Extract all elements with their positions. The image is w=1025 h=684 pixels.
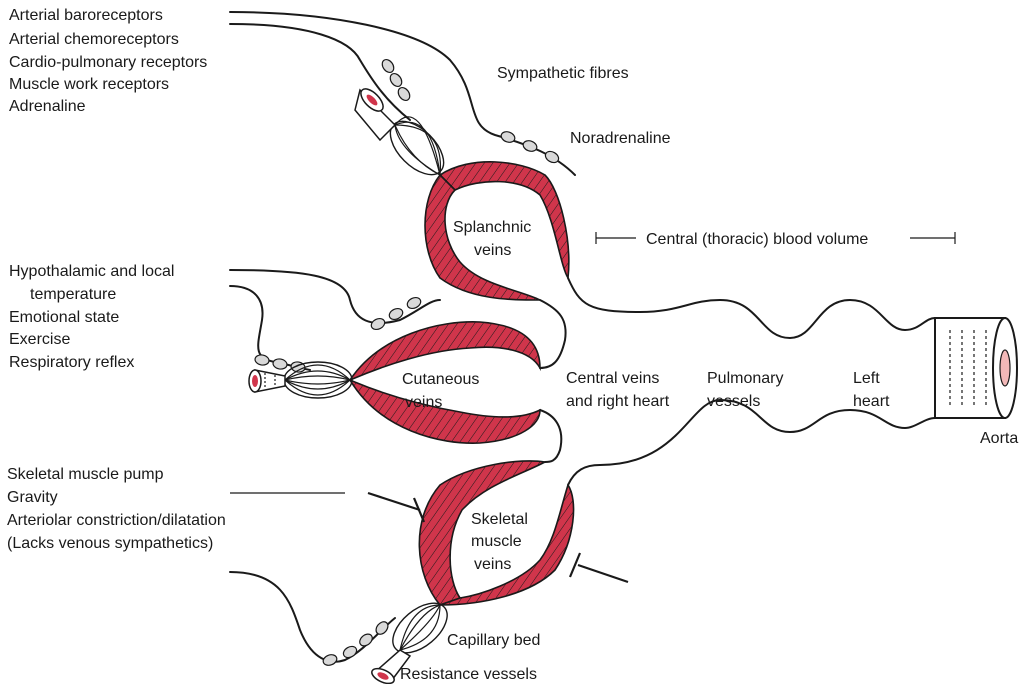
cutaneous-vein-lower <box>350 380 540 443</box>
input-arterial-chemoreceptors: Arterial chemoreceptors <box>9 31 179 48</box>
cutaneous-to-skeletal-link <box>540 410 561 462</box>
noradrenaline-label: Noradrenaline <box>570 130 671 147</box>
middle-fibre-2 <box>230 286 310 370</box>
input-muscle-work-receptors: Muscle work receptors <box>9 76 169 93</box>
skeletal-label-line2: muscle <box>471 533 522 550</box>
splanchnic-label-line2: veins <box>474 242 511 259</box>
left-heart-label-line2: heart <box>853 393 890 410</box>
central-veins-label-line2: and right heart <box>566 393 670 410</box>
capillary-bed-middle <box>284 362 352 398</box>
central-blood-volume-bracket: Central (thoracic) blood volume <box>596 231 955 248</box>
input-cardio-pulmonary-receptors: Cardio-pulmonary receptors <box>9 54 207 71</box>
input-arterial-baroreceptors: Arterial baroreceptors <box>9 7 163 24</box>
input-emotional-state: Emotional state <box>9 309 119 326</box>
aorta-label: Aorta <box>980 430 1018 447</box>
inputs-middle-list: Hypothalamic and local temperature Emoti… <box>9 263 174 371</box>
input-arteriolar-constriction: Arteriolar constriction/dilatation <box>7 512 226 529</box>
resistance-vessels-label: Resistance vessels <box>400 666 537 683</box>
pulmonary-label-line1: Pulmonary <box>707 370 783 387</box>
cutaneous-label-line2: veins <box>405 394 442 411</box>
resistance-vessel-middle <box>249 370 285 392</box>
capillary-bed-label: Capillary bed <box>447 632 540 649</box>
cutaneous-label-line1: Cutaneous <box>402 371 479 388</box>
input-hypothalamic: Hypothalamic and local <box>9 263 174 280</box>
input-exercise: Exercise <box>9 331 70 348</box>
splanchnic-label-line1: Splanchnic <box>453 219 531 236</box>
input-adrenaline: Adrenaline <box>9 98 86 115</box>
input-temperature: temperature <box>30 286 116 303</box>
pulmonary-label-line2: vessels <box>707 393 760 410</box>
skeletal-label-line3: veins <box>474 556 511 573</box>
central-veins-label-line1: Central veins <box>566 370 659 387</box>
input-skeletal-muscle-pump: Skeletal muscle pump <box>7 466 164 483</box>
input-respiratory-reflex: Respiratory reflex <box>9 354 134 371</box>
sympathetic-fibres-label: Sympathetic fibres <box>497 65 629 82</box>
splanchnic-to-cutaneous-link <box>540 300 566 368</box>
splanchnic-vein-lower <box>425 175 540 300</box>
input-lacks-venous-sympathetics: (Lacks venous sympathetics) <box>7 535 213 552</box>
inputs-bottom-list: Skeletal muscle pump Gravity Arteriolar … <box>7 466 226 552</box>
central-blood-volume-label: Central (thoracic) blood volume <box>646 231 868 248</box>
lumen-middle <box>252 375 258 387</box>
inputs-top-list: Arterial baroreceptors Arterial chemorec… <box>9 7 207 115</box>
input-gravity: Gravity <box>7 489 58 506</box>
skeletal-label-line1: Skeletal <box>471 511 528 528</box>
aorta <box>935 318 1017 418</box>
left-heart-label-line1: Left <box>853 370 880 387</box>
resistance-vessel-top <box>355 85 395 140</box>
aorta-lumen <box>1000 350 1010 386</box>
bottom-fibre <box>230 572 395 662</box>
